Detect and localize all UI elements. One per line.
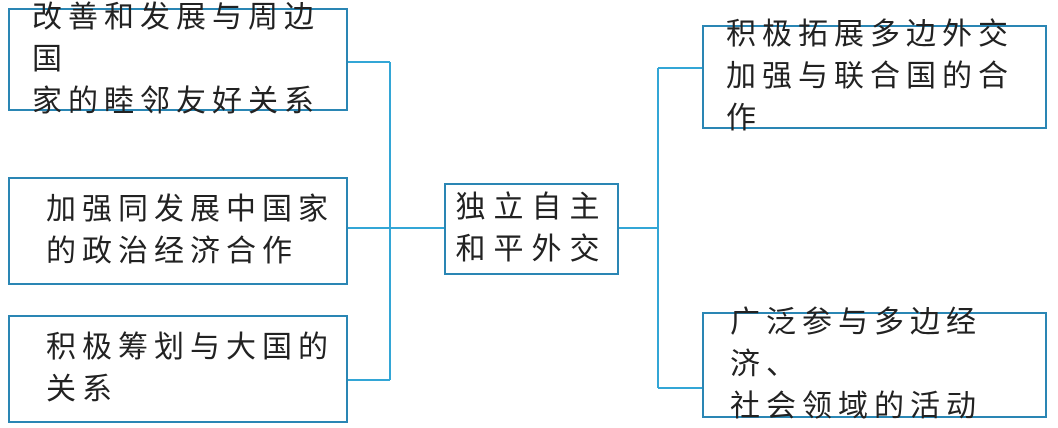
policy-box-major-powers-label: 积极筹划与大国的 关系 <box>46 330 334 407</box>
policy-box-multilateral-activities-label: 广泛参与多边经济、 社会领域的活动 <box>730 305 982 424</box>
policy-box-multilateral-diplomacy: 积极拓展多边外交 加强与联合国的合作 <box>702 17 1047 136</box>
policy-box-multilateral-activities: 广泛参与多边经济、 社会领域的活动 <box>702 305 1047 424</box>
policy-box-multilateral-diplomacy-label: 积极拓展多边外交 加强与联合国的合作 <box>726 17 1014 136</box>
policy-box-developing-countries-label: 加强同发展中国家 的政治经济合作 <box>46 192 334 269</box>
policy-box-neighbors-label: 改善和发展与周边国 家的睦邻友好关系 <box>32 0 320 119</box>
central-policy-box: 独立自主 和平外交 <box>444 183 619 275</box>
central-policy-label: 独立自主 和平外交 <box>455 190 608 267</box>
policy-box-neighbors: 改善和发展与周边国 家的睦邻友好关系 <box>8 0 348 119</box>
policy-box-major-powers: 积极筹划与大国的 关系 <box>8 315 348 423</box>
policy-box-developing-countries: 加强同发展中国家 的政治经济合作 <box>8 177 348 285</box>
